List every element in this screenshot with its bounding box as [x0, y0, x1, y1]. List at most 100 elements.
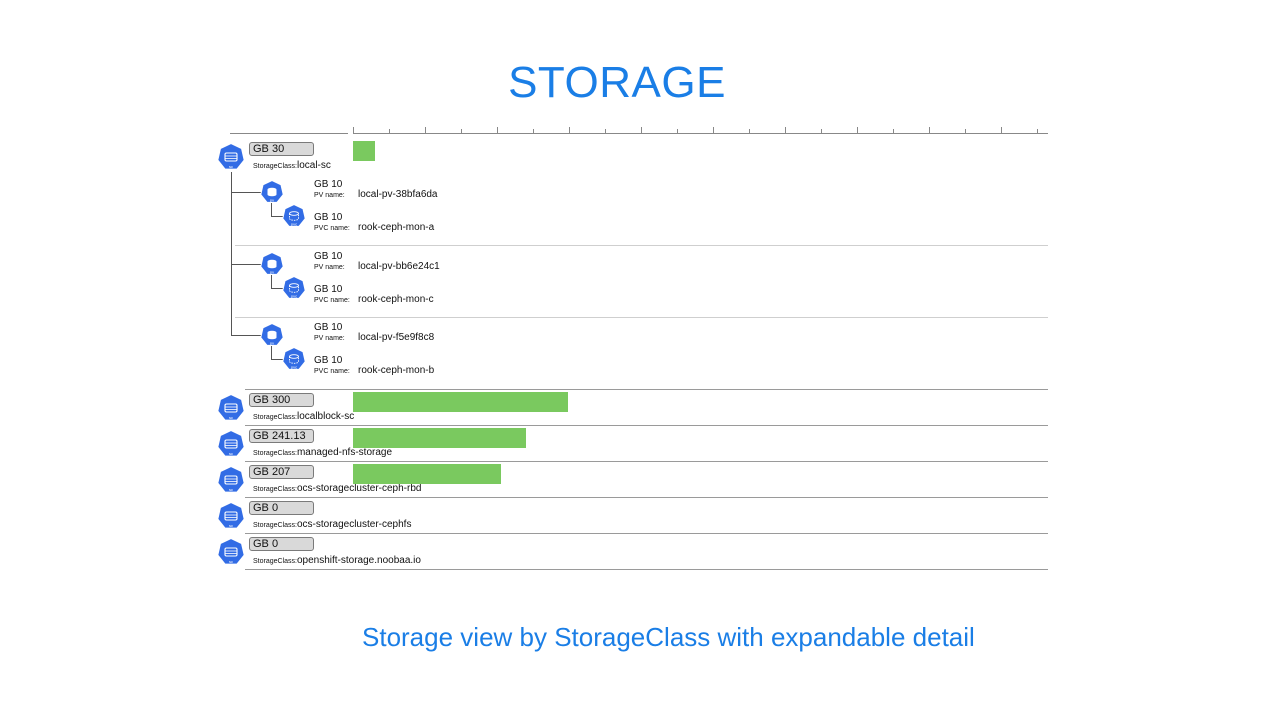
axis-tick: [605, 129, 606, 133]
tree-trunk: [231, 172, 232, 335]
storageclass-prefix: StorageClass:: [253, 450, 297, 457]
svg-text:sc: sc: [229, 487, 233, 492]
pvc-node[interactable]: pvc: [282, 276, 306, 300]
pvc-name[interactable]: rook-ceph-mon-b: [358, 365, 435, 376]
axis-tick: [749, 129, 750, 133]
axis-tick: [713, 127, 714, 133]
tree-branch: [231, 264, 261, 265]
storageclass-icon[interactable]: sc: [217, 538, 245, 566]
pvc-size: GB 10: [314, 355, 343, 366]
pvc-icon: pvc: [282, 276, 306, 299]
storageclass-label[interactable]: StorageClass:openshift-storage.noobaa.io: [253, 555, 421, 566]
axis-tick: [641, 127, 642, 133]
pv-node[interactable]: pv: [260, 323, 284, 347]
sc-icon: sc: [217, 394, 245, 421]
capacity-badge: GB 0: [249, 501, 314, 515]
pv-label: PV name:: [314, 335, 345, 342]
row-divider: [245, 425, 1048, 426]
storageclass-prefix: StorageClass:: [253, 414, 297, 421]
axis-tick: [461, 129, 462, 133]
axis-tick: [821, 129, 822, 133]
pv-name[interactable]: local-pv-f5e9f8c8: [358, 332, 435, 343]
svg-text:pvc: pvc: [291, 365, 297, 370]
svg-text:sc: sc: [229, 164, 233, 169]
storageclass-label[interactable]: StorageClass:localblock-sc: [253, 411, 354, 422]
capacity-badge: GB 30: [249, 142, 314, 156]
svg-text:pv: pv: [270, 270, 274, 275]
storageclass-icon[interactable]: sc: [217, 466, 245, 494]
storageclass-name: ocs-storagecluster-ceph-rbd: [296, 483, 422, 494]
axis-tick: [533, 129, 534, 133]
sc-icon: sc: [217, 143, 245, 170]
pv-size: GB 10: [314, 322, 343, 333]
sc-icon: sc: [217, 538, 245, 565]
pv-node[interactable]: pv: [260, 252, 284, 276]
capacity-badge: GB 0: [249, 537, 314, 551]
capacity-axis: [353, 133, 1048, 134]
pvc-size: GB 10: [314, 284, 343, 295]
pv-label: PV name:: [314, 264, 345, 271]
storageclass-icon[interactable]: sc: [217, 394, 245, 422]
pvc-icon: pvc: [282, 204, 306, 227]
tree-branch: [231, 335, 261, 336]
pv-icon: pv: [260, 180, 284, 203]
caption: Storage view by StorageClass with expand…: [362, 622, 975, 652]
storageclass-icon[interactable]: sc: [217, 143, 245, 171]
svg-text:pv: pv: [270, 341, 274, 346]
pv-node[interactable]: pv: [260, 180, 284, 204]
capacity-bar: [353, 141, 375, 161]
tree-sub-trunk: [271, 203, 272, 217]
pv-label: PV name:: [314, 192, 345, 199]
header-divider: [230, 133, 348, 134]
tree-sub-branch: [271, 288, 283, 289]
axis-tick: [1037, 129, 1038, 133]
pvc-node[interactable]: pvc: [282, 347, 306, 371]
pvc-name[interactable]: rook-ceph-mon-a: [358, 222, 435, 233]
svg-text:sc: sc: [229, 451, 233, 456]
storageclass-prefix: StorageClass:: [253, 558, 297, 565]
row-divider: [245, 569, 1048, 570]
capacity-badge: GB 300: [249, 393, 314, 407]
storageclass-label[interactable]: StorageClass:ocs-storagecluster-cephfs: [253, 519, 411, 530]
row-divider: [245, 497, 1048, 498]
tree-sub-trunk: [271, 275, 272, 289]
row-divider: [245, 389, 1048, 390]
svg-text:sc: sc: [229, 415, 233, 420]
pv-icon: pv: [260, 323, 284, 346]
storageclass-prefix: StorageClass:: [253, 522, 297, 529]
pvc-size: GB 10: [314, 212, 343, 223]
axis-tick: [857, 127, 858, 133]
svg-text:pvc: pvc: [291, 222, 297, 227]
pv-size: GB 10: [314, 179, 343, 190]
sc-icon: sc: [217, 466, 245, 493]
pvc-name[interactable]: rook-ceph-mon-c: [358, 294, 434, 305]
storageclass-icon[interactable]: sc: [217, 502, 245, 530]
row-divider: [245, 533, 1048, 534]
storageclass-prefix: StorageClass:: [253, 163, 297, 170]
svg-text:sc: sc: [229, 523, 233, 528]
pv-icon: pv: [260, 252, 284, 275]
axis-tick: [785, 127, 786, 133]
axis-tick: [677, 129, 678, 133]
pv-name[interactable]: local-pv-38bfa6da: [358, 189, 438, 200]
tree-sub-trunk: [271, 346, 272, 360]
storageclass-icon[interactable]: sc: [217, 430, 245, 458]
page-title: STORAGE: [508, 58, 726, 107]
pvc-icon: pvc: [282, 347, 306, 370]
storageclass-label[interactable]: StorageClass:managed-nfs-storage: [253, 447, 392, 458]
storageclass-label[interactable]: StorageClass:local-sc: [253, 160, 331, 171]
capacity-badge: GB 241.13: [249, 429, 314, 443]
tree-sub-branch: [271, 359, 283, 360]
pvc-label: PVC name:: [314, 297, 350, 304]
pvc-node[interactable]: pvc: [282, 204, 306, 228]
axis-tick: [1001, 127, 1002, 133]
storageclass-name: openshift-storage.noobaa.io: [296, 555, 421, 566]
storageclass-name: localblock-sc: [296, 411, 355, 422]
capacity-bar: [353, 428, 526, 448]
axis-tick: [965, 129, 966, 133]
pv-name[interactable]: local-pv-bb6e24c1: [358, 261, 440, 272]
capacity-badge: GB 207: [249, 465, 314, 479]
storageclass-label[interactable]: StorageClass:ocs-storagecluster-ceph-rbd: [253, 483, 421, 494]
pv-size: GB 10: [314, 251, 343, 262]
